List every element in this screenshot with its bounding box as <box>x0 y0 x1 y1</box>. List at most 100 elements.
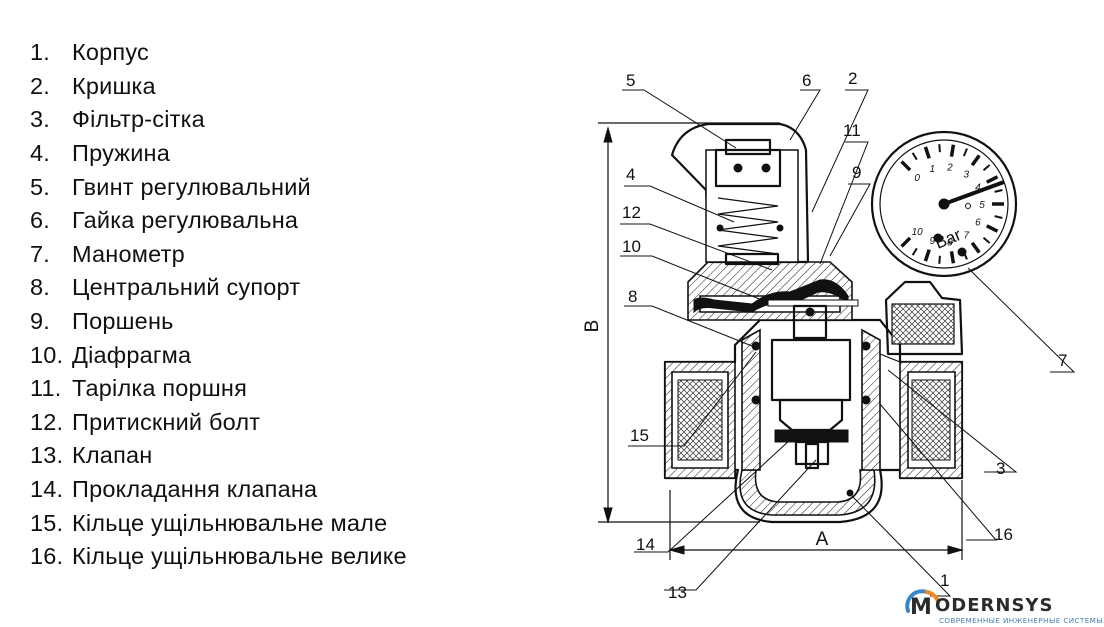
legend-item: 12. Притискний болт <box>30 406 407 440</box>
gauge-tick <box>949 251 956 264</box>
dimension-a-label: A <box>816 529 829 550</box>
callout-labels: 5 6 2 4 11 9 12 10 8 7 1 5 3 16 14 13 1 <box>622 69 1067 602</box>
legend-item: 3.Фільтр-сітка <box>30 103 407 137</box>
legend-number: 15. <box>30 509 64 536</box>
legend-item: 13. Клапан <box>30 439 407 473</box>
legend-number: 6. <box>30 207 50 234</box>
gauge-tick <box>938 255 941 264</box>
legend-item: 2. Кришка <box>30 70 407 104</box>
gauge-tick <box>900 236 912 248</box>
legend-number: 9. <box>30 308 50 335</box>
callout-9: 9 <box>852 163 861 182</box>
callout-14: 14 <box>636 535 655 554</box>
modernsys-logo: M ODERNSYS СОВРЕМЕННЫЕ ИНЖЕНЕРНЫЕ СИСТЕМ… <box>905 589 1103 625</box>
legend-name: Пружина <box>72 140 171 167</box>
legend-item: 15. Кільце ущільнювальне мале <box>30 506 407 540</box>
callout-leaders <box>620 89 1076 597</box>
legend-name: Кільце ущільнювальне мале <box>72 509 388 536</box>
dimension-b-label: B <box>582 320 603 333</box>
legend-name: Тарілка поршня <box>72 375 247 402</box>
legend-name: Кришка <box>72 72 156 99</box>
gauge-tick-label: 10 <box>912 227 924 238</box>
legend-item: 9.Поршень <box>30 305 407 339</box>
callout-5: 5 <box>626 71 635 90</box>
logo-tagline: СОВРЕМЕННЫЕ ИНЖЕНЕРНЫЕ СИСТЕМЫ <box>939 616 1103 625</box>
gauge-tick <box>985 175 999 184</box>
gauge-ticks <box>900 144 1004 264</box>
gauge-tick <box>949 144 956 157</box>
legend-name: Прокладання клапана <box>72 476 318 503</box>
gauge-tick <box>923 146 931 159</box>
gauge-tick <box>985 224 999 233</box>
parts-legend: 1.Корпус 2. Кришка 3.Фільтр-сітка 4.Пружи… <box>30 36 407 574</box>
legend-name: Корпус <box>72 39 149 66</box>
gauge-tick <box>923 249 931 262</box>
svg-text:M: M <box>910 595 932 620</box>
legend-item: 6.Гайка регулювальна <box>30 204 407 238</box>
legend-item: 8. Центральний супорт <box>30 271 407 305</box>
legend-name: Фільтр-сітка <box>72 106 205 133</box>
gauge-needle <box>943 180 1005 206</box>
dimension-a: A <box>668 480 964 560</box>
legend-number: 8. <box>30 274 50 301</box>
gauge-tick <box>911 247 918 256</box>
legend-item: 14. Прокладання клапана <box>30 473 407 507</box>
legend-item: 4.Пружина <box>30 137 407 171</box>
legend-item: 11. Тарілка поршня <box>30 372 407 406</box>
legend-number: 2. <box>30 72 50 99</box>
legend-item: 5. Гвинт регулювальний <box>30 170 407 204</box>
callout-16: 16 <box>994 525 1013 544</box>
gauge-tick <box>970 241 981 254</box>
legend-name: Центральний супорт <box>72 274 301 301</box>
gauge-tick <box>982 237 991 244</box>
callout-10: 10 <box>622 237 641 256</box>
legend-number: 12. <box>30 408 64 435</box>
gauge-tick-label: 7 <box>964 231 970 242</box>
legend-name: Притискний болт <box>72 408 261 435</box>
gauge-tick-label: 9 <box>929 236 935 247</box>
legend-number: 10. <box>30 341 64 368</box>
gauge-tick <box>970 154 981 167</box>
callout-2: 2 <box>848 69 857 88</box>
gauge-tick-label: 0 <box>914 173 920 184</box>
callout-11: 11 <box>843 121 861 140</box>
gauge-tick-label: 1 <box>929 164 935 175</box>
gauge-tick-label: 2 <box>946 162 953 173</box>
gauge-tick <box>994 189 1003 193</box>
gauge-tick-label: 6 <box>975 217 981 228</box>
legend-number: 16. <box>30 543 64 570</box>
valve-cover <box>687 261 859 340</box>
gauge-tick <box>938 144 941 153</box>
legend-item: 7.Манометр <box>30 238 407 272</box>
legend-item: 1.Корпус <box>30 36 407 70</box>
legend-name: Кільце ущільнювальне велике <box>72 543 407 570</box>
legend-name: Клапан <box>72 442 153 469</box>
gauge-tick-label: 5 <box>979 200 985 211</box>
callout-7: 7 <box>1058 351 1067 370</box>
legend-number: 5. <box>30 173 50 200</box>
logo-wordmark: ODERNSYS <box>935 595 1053 616</box>
callout-12: 12 <box>622 203 641 222</box>
legend-number: 13. <box>30 442 64 469</box>
gauge-tick <box>994 215 1003 219</box>
callout-6: 6 <box>802 71 811 90</box>
callout-4: 4 <box>626 165 635 184</box>
legend-name: Діафрагма <box>72 341 192 368</box>
legend-item: 16. Кільце ущільнювальне велике <box>30 540 407 574</box>
legend-number: 11. <box>30 375 62 402</box>
gauge-tick <box>962 148 968 157</box>
gauge-tick-label: 3 <box>964 169 970 180</box>
callout-13: 13 <box>668 583 687 602</box>
gauge-tick-label: 8 <box>947 238 953 249</box>
legend-item: 10. Діафрагма <box>30 338 407 372</box>
legend-number: 14. <box>30 476 64 503</box>
legend-name: Гвинт регулювальний <box>72 173 311 200</box>
callout-3: 3 <box>996 459 1005 478</box>
legend-number: 7. <box>30 240 50 267</box>
callout-1: 1 <box>940 571 949 590</box>
spring-bonnet <box>670 122 810 266</box>
callout-8: 8 <box>628 287 637 306</box>
gauge-tick <box>911 152 918 161</box>
